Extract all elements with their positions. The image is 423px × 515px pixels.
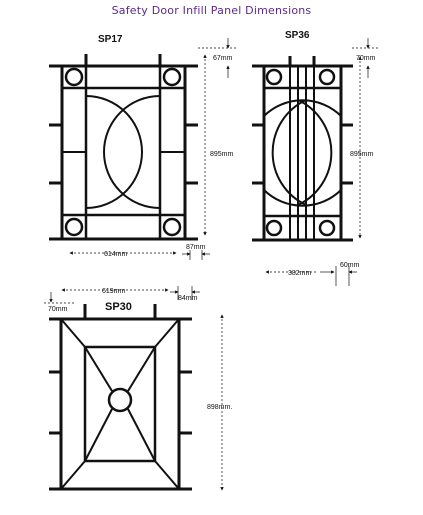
panel-sp36-label: SP36 [285, 30, 310, 41]
sp30-height: 898mm. [207, 404, 232, 411]
panel-sp30-label: SP30 [105, 301, 132, 313]
sp36-width: 382mm [288, 270, 312, 277]
sp17-width: 614mm [104, 251, 128, 258]
panel-sp36: SP36 [252, 30, 380, 286]
panel-sp30: SP30 [44, 286, 232, 491]
panel-sp17-label: SP17 [98, 34, 123, 45]
sp30-side-offset: 84mm [178, 295, 198, 302]
sp17-height: 895mm [210, 151, 234, 158]
panel-sp17: SP17 [49, 34, 236, 260]
page-title: Safety Door Infill Panel Dimensions [111, 4, 312, 17]
sp30-width: 619mm [102, 288, 126, 295]
sp17-top-offset: 67mm [213, 55, 233, 62]
sp30-top-offset: 70mm [48, 306, 68, 313]
sp36-side-offset: 60mm [340, 262, 360, 269]
sp36-top-offset: 70mm [356, 55, 376, 62]
sp17-side-offset: 87mm [186, 244, 206, 251]
sp36-height: 895mm [350, 151, 374, 158]
